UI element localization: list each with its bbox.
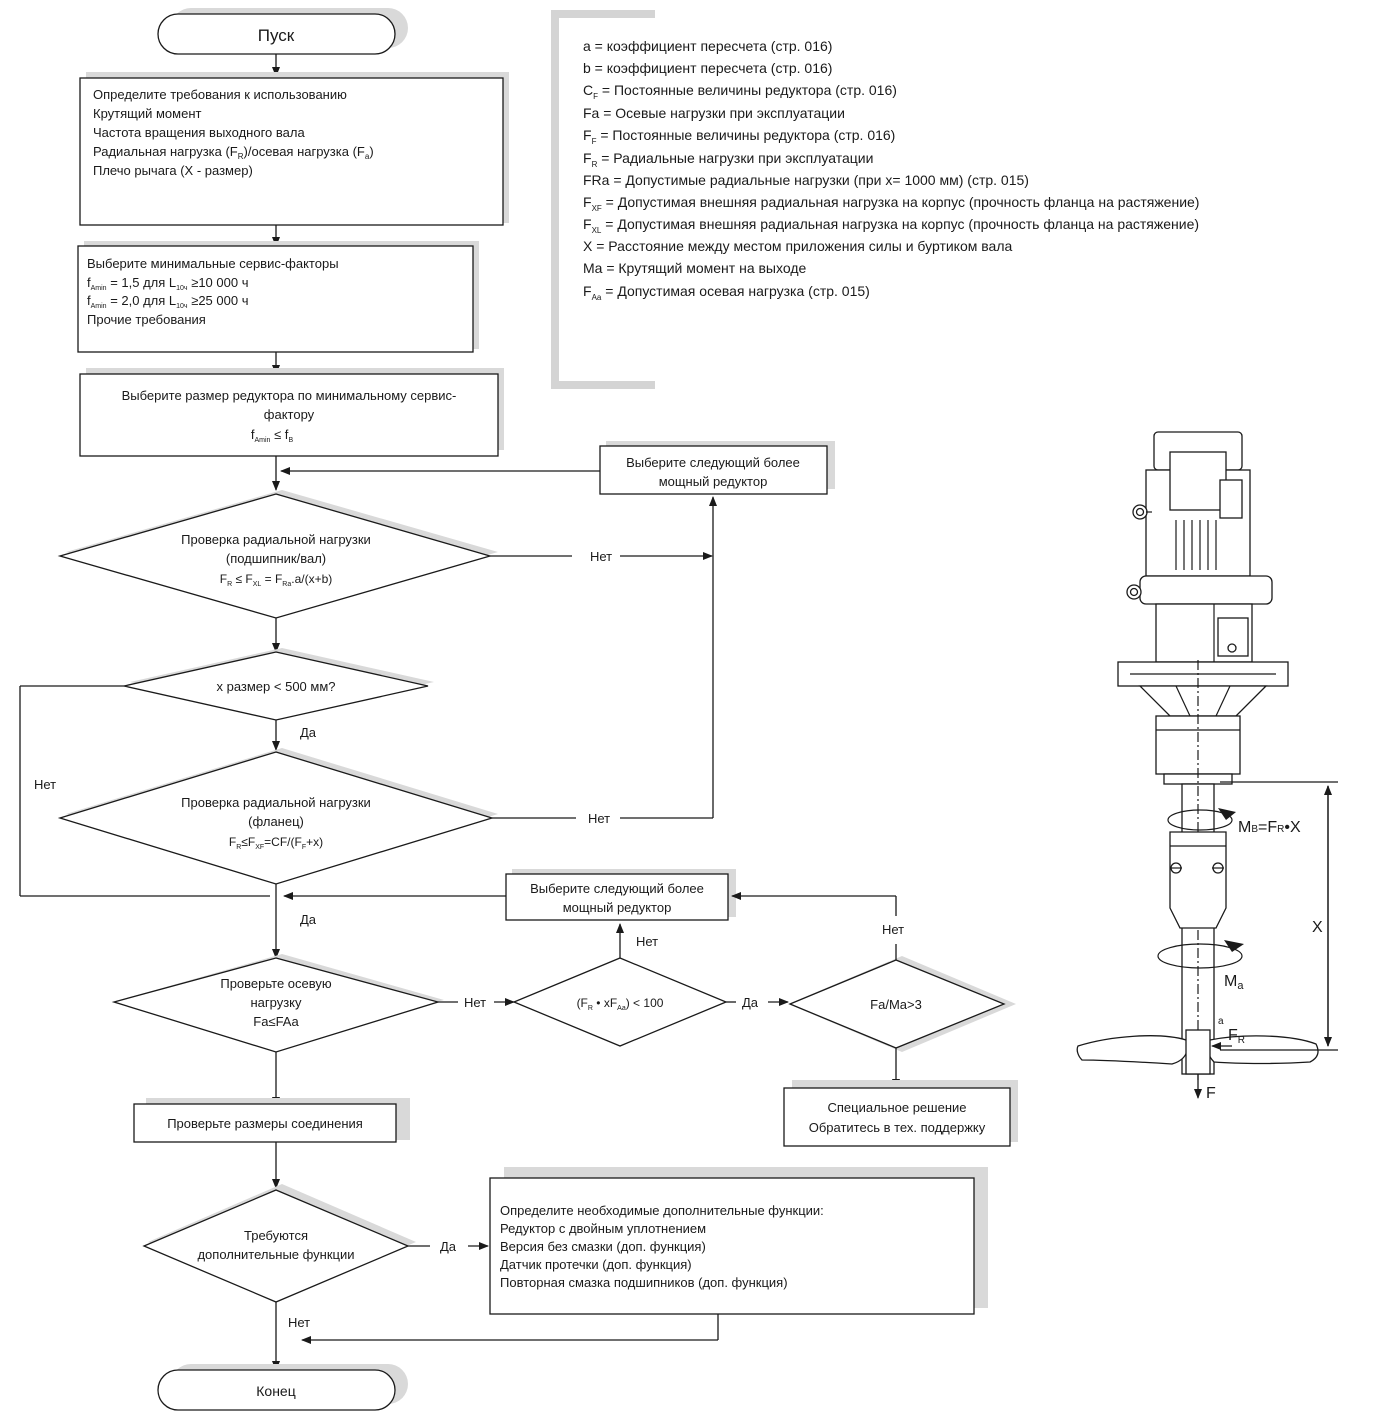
start-terminator: Пуск	[157, 8, 408, 55]
decision-x-size: x размер < 500 мм?	[123, 648, 434, 721]
mb-label: MB=FR•X	[1238, 819, 1301, 836]
d5-no-label: Нет	[636, 934, 658, 949]
legend-item: CF = Постоянные величины редуктора (стр.…	[583, 82, 897, 101]
extra-functions-box: Определите необходимые дополнительные фу…	[489, 1167, 988, 1315]
end-terminator: Конец	[157, 1364, 408, 1411]
a-label: a	[1218, 1016, 1224, 1027]
size-line-2: фактору	[264, 407, 315, 422]
decision-radial-bearing: Проверка радиальной нагрузки (подшипник/…	[57, 490, 498, 619]
extra-line-3: Версия без смазки (доп. функция)	[500, 1239, 706, 1254]
d4-line-2: нагрузку	[250, 995, 302, 1010]
legend-item: FXF = Допустимая внешняя радиальная нагр…	[583, 194, 1199, 213]
requirements-line-3: Частота вращения выходного вала	[93, 125, 305, 140]
d3-no-label: Нет	[588, 811, 610, 826]
next-gearbox-box-1: Выберите следующий более мощный редуктор	[599, 441, 835, 495]
d1-no-label: Нет	[590, 549, 612, 564]
service-line-2: fAmin = 1,5 для L10ч ≥10 000 ч	[87, 275, 248, 292]
legend-item: FF = Постоянные величины редуктора (стр.…	[583, 127, 895, 146]
special-line-1: Специальное решение	[828, 1100, 967, 1115]
next-gearbox-box-2: Выберите следующий более мощный редуктор	[505, 869, 736, 921]
d3-formula: FR≤FXF=CF/(FF+x)	[229, 835, 323, 851]
d7-no-label: Нет	[288, 1315, 310, 1330]
d1-formula: FR ≤ FXL = FRa.a/(x+b)	[220, 572, 333, 588]
start-label: Пуск	[258, 26, 295, 45]
d6-no-label: Нет	[882, 922, 904, 937]
d3-line-1: Проверка радиальной нагрузки	[181, 795, 371, 810]
d1-line-1: Проверка радиальной нагрузки	[181, 532, 371, 547]
d6-label: Fa/Ma>3	[870, 997, 922, 1012]
d3-line-2: (фланец)	[248, 814, 304, 829]
legend-item: FR = Радиальные нагрузки при эксплуатаци…	[583, 150, 873, 169]
requirements-box: Определите требования к использованию Кр…	[79, 72, 509, 226]
d2-no-label: Нет	[34, 777, 56, 792]
requirements-line-5: Плечо рычага (X - размер)	[93, 163, 253, 178]
d3-yes-label: Да	[300, 912, 317, 927]
agitator-drawing: MB=FR•X X Ma FR a F	[1076, 431, 1338, 1102]
gearbox-size-box: Выберите размер редуктора по минимальном…	[79, 368, 504, 457]
size-line-3: fAmin ≤ fB	[251, 427, 294, 444]
next1-line-1: Выберите следующий более	[626, 455, 800, 470]
ma-label: Ma	[1224, 973, 1244, 992]
extra-line-1: Определите необходимые дополнительные фу…	[500, 1203, 824, 1218]
d4-line-1: Проверьте осевую	[220, 976, 332, 991]
extra-line-4: Датчик протечки (доп. функция)	[500, 1257, 692, 1272]
legend-item: a = коэффициент пересчета (стр. 016)	[583, 38, 832, 54]
d2-yes-label: Да	[300, 725, 317, 740]
d7-line-1: Требуются	[244, 1228, 308, 1243]
legend-bracket	[551, 10, 655, 389]
d4-no-label: Нет	[464, 995, 486, 1010]
special-line-2: Обратитесь в тех. поддержку	[809, 1120, 986, 1135]
requirements-line-radial: Радиальная нагрузка (FR)/осевая нагрузка…	[93, 144, 374, 161]
extra-line-2: Редуктор с двойным уплотнением	[500, 1221, 706, 1236]
legend-item: b = коэффициент пересчета (стр. 016)	[583, 60, 832, 76]
fr-label: FR	[1228, 1027, 1245, 1046]
d7-line-2: дополнительные функции	[197, 1247, 354, 1262]
decision-fa-ma: Fa/Ma>3	[788, 956, 1016, 1052]
extra-line-5: Повторная смазка подшипников (доп. функц…	[500, 1275, 788, 1290]
decision-fr-ratio: (FR • xFAa) < 100	[512, 957, 728, 1047]
legend-item: Fa = Осевые нагрузки при эксплуатации	[583, 105, 845, 121]
legend-item: Ma = Крутящий момент на выходе	[583, 260, 806, 276]
decision-extra-functions: Требуются дополнительные функции	[142, 1184, 416, 1303]
x-dimension-label: X	[1312, 919, 1323, 936]
conn-label: Проверьте размеры соединения	[167, 1116, 363, 1131]
service-factors-box: Выберите минимальные сервис-факторы fAmi…	[77, 241, 479, 353]
next1-line-2: мощный редуктор	[659, 474, 768, 489]
connection-box: Проверьте размеры соединения	[133, 1098, 410, 1143]
legend-item: X = Расстояние между местом приложения с…	[583, 238, 1012, 254]
d4-line-3: Fa≤FAa	[253, 1014, 299, 1029]
next2-line-2: мощный редуктор	[563, 900, 672, 915]
service-line-1: Выберите минимальные сервис-факторы	[87, 256, 339, 271]
d2-label: x размер < 500 мм?	[216, 679, 335, 694]
f-label: F	[1206, 1085, 1216, 1102]
decision-axial-load: Проверьте осевую нагрузку Fa≤FAa	[111, 954, 444, 1053]
special-solution-box: Специальное решение Обратитесь в тех. по…	[783, 1080, 1018, 1147]
d1-line-2: (подшипник/вал)	[226, 551, 326, 566]
next2-line-1: Выберите следующий более	[530, 881, 704, 896]
decision-radial-flange: Проверка радиальной нагрузки (фланец) FR…	[57, 748, 498, 885]
d5-label: (FR • xFAa) < 100	[577, 996, 664, 1012]
size-line-1: Выберите размер редуктора по минимальном…	[122, 388, 457, 403]
legend-item: FAa = Допустимая осевая нагрузка (стр. 0…	[583, 283, 870, 302]
service-line-4: Прочие требования	[87, 312, 206, 327]
end-label: Конец	[256, 1383, 295, 1399]
requirements-line-2: Крутящий момент	[93, 106, 201, 121]
legend: a = коэффициент пересчета (стр. 016) b =…	[583, 38, 1199, 302]
legend-item: FXL = Допустимая внешняя радиальная нагр…	[583, 216, 1199, 235]
legend-item: FRa = Допустимые радиальные нагрузки (пр…	[583, 172, 1029, 188]
d7-yes-label: Да	[440, 1239, 457, 1254]
service-line-3: fAmin = 2,0 для L10ч ≥25 000 ч	[87, 293, 248, 310]
requirements-line-1: Определите требования к использованию	[93, 87, 347, 102]
d5-yes-label: Да	[742, 995, 759, 1010]
